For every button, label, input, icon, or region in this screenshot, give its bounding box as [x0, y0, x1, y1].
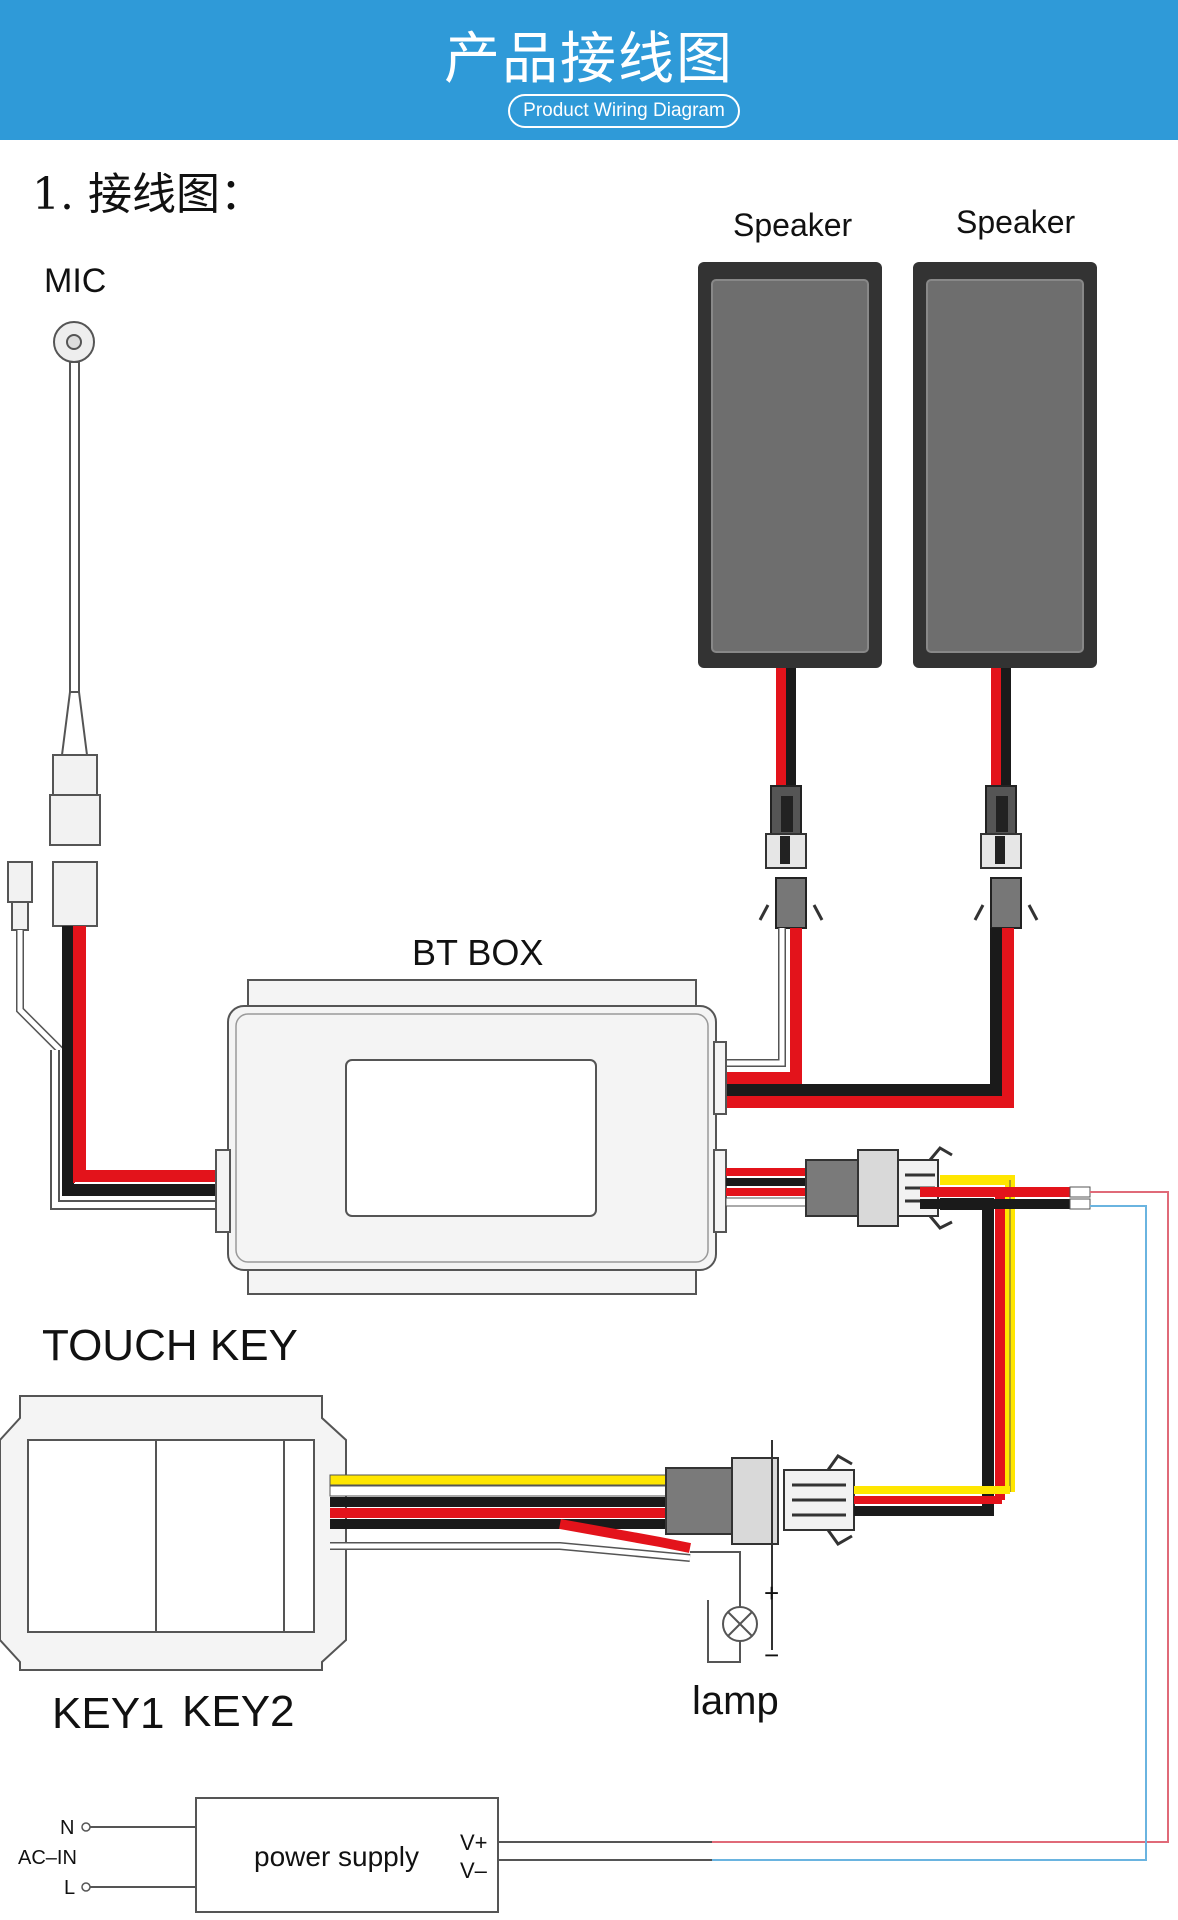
bt-box-label: BT BOX	[412, 932, 543, 973]
speaker-left-label: Speaker	[733, 207, 853, 243]
touch-key: TOUCH KEY KEY1 KEY2	[0, 1321, 347, 1738]
page-subtitle: Product Wiring Diagram	[508, 94, 740, 128]
bt-output-wires	[725, 1146, 953, 1230]
section-title: 1. 接线图：	[32, 169, 264, 220]
speaker-right: Speaker	[913, 204, 1097, 668]
lamp-minus-label: −	[764, 1640, 779, 1670]
lamp-label: lamp	[692, 1679, 779, 1723]
touch-key-panel	[27, 1439, 315, 1633]
mic-cable	[69, 361, 80, 693]
v-minus-label: V–	[460, 1858, 488, 1883]
mic-label: MIC	[44, 262, 106, 300]
touch-key-wires	[329, 1474, 691, 1562]
header-banner: 产品接线图 Product Wiring Diagram	[0, 0, 1178, 140]
v-plus-label: V+	[460, 1830, 488, 1855]
ac-lines	[712, 1191, 1169, 1861]
ac-n-label: N	[60, 1817, 74, 1839]
power-supply: power supply V+ V– N AC–IN L	[18, 1797, 712, 1913]
mic-assembly: MIC	[7, 262, 106, 931]
speaker-right-label: Speaker	[956, 204, 1076, 240]
page-title: 产品接线图	[444, 27, 734, 92]
ac-in-label: AC–IN	[18, 1847, 77, 1869]
mic-connector-top	[52, 754, 98, 796]
bt-box: BT BOX	[215, 932, 727, 1295]
speaker-left: Speaker	[698, 207, 882, 668]
trunk-wires	[920, 1175, 1091, 1508]
mic-connector-bottom	[52, 861, 98, 927]
touch-key-connector	[665, 1454, 1010, 1546]
power-supply-label: power supply	[254, 1841, 419, 1872]
bt-connector-body	[805, 1159, 863, 1217]
lamp-plus-label: +	[764, 1578, 779, 1608]
lamp: + − lamp	[690, 1440, 779, 1723]
mic-wires	[16, 926, 225, 1210]
bt-box-window	[345, 1059, 597, 1217]
key1-label: KEY1	[52, 1689, 165, 1738]
ac-l-label: L	[64, 1877, 75, 1899]
key2-label: KEY2	[182, 1687, 295, 1736]
touch-key-label: TOUCH KEY	[42, 1321, 298, 1370]
speaker-wires	[722, 668, 1039, 1108]
aux-plug	[7, 861, 33, 903]
